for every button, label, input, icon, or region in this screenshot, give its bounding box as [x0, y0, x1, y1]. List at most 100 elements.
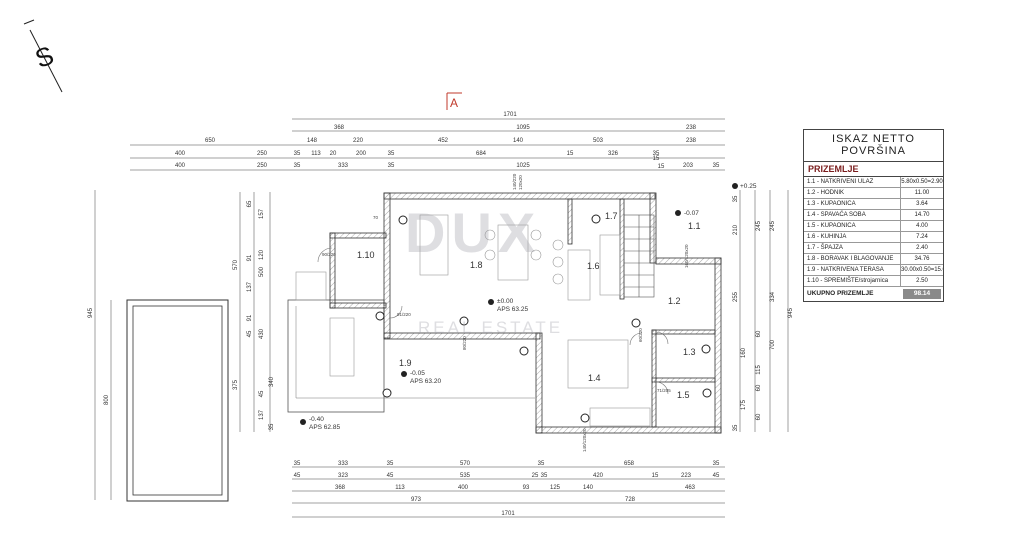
dim-text: 420	[593, 473, 604, 479]
dim-top-total: 1701	[503, 112, 517, 118]
dim-text: 1095	[516, 125, 530, 131]
section-marker: A	[446, 92, 462, 110]
row-name: 1.4 - SPAVAĆA SOBA	[807, 212, 866, 218]
dim-text: 35	[541, 473, 548, 479]
dim-bottom-total: 1701	[501, 511, 515, 517]
dim-text: 340	[269, 376, 275, 387]
opening-label: 60/220	[638, 328, 643, 342]
room-label-1-3: 1.3	[683, 347, 696, 357]
watermark-text: REAL ESTATE	[418, 318, 564, 337]
area-table-title-line1: ISKAZ NETTO	[832, 133, 915, 145]
chair	[484, 249, 496, 261]
dim-text: 650	[205, 138, 216, 144]
level-marker-icon	[675, 210, 681, 216]
room-label-1-1: 1.1	[688, 221, 701, 231]
area-table-title-line2: POVRŠINA	[841, 145, 906, 157]
dim-text: 140	[513, 138, 524, 144]
dim-text: 60	[756, 413, 762, 420]
level-marker-icon	[300, 419, 306, 425]
table-row: 1.7 - ŠPAJZA 2.40	[804, 243, 943, 254]
opening-labels: 140/220 120x20 90/220 70 91/220 80/220 6…	[322, 173, 689, 452]
kitchen-counter	[599, 234, 621, 296]
room-label-1-9: 1.9	[399, 358, 412, 368]
dim-text: 15	[653, 156, 660, 162]
left-dimensions	[94, 190, 271, 500]
row-name: 1.5 - KUPAONICA	[807, 223, 856, 229]
dim-text: 400	[175, 163, 186, 169]
dim-text: 658	[624, 461, 635, 467]
level-value: -0.07	[684, 210, 699, 217]
area-table-title: ISKAZ NETTO POVRŠINA	[804, 130, 943, 162]
top-dimensions	[130, 118, 725, 171]
dim-text: 452	[438, 138, 449, 144]
dim-text: 65	[247, 200, 253, 207]
total-label: UKUPNO PRIZEMLJE	[807, 290, 874, 297]
dim-text: 35	[294, 461, 301, 467]
chair	[530, 249, 542, 261]
dim-text: 35	[269, 423, 275, 430]
dim-text: 45	[259, 390, 265, 397]
dim-text: 35	[653, 151, 660, 157]
row-value: 5.80x0.50=2.90	[900, 177, 943, 187]
row-name: 1.7 - ŠPAJZA	[807, 245, 843, 251]
row-name: 1.6 - KUHINJA	[807, 234, 847, 240]
dim-text: 137	[259, 409, 265, 420]
dim-text: 91	[247, 314, 253, 321]
opening-label: 91/220	[397, 312, 411, 317]
dim-text: 255	[733, 291, 739, 302]
room-label-1-4: 1.4	[588, 373, 601, 383]
row-name: 1.8 - BORAVAK I BLAGOVANJE	[807, 256, 894, 262]
chair	[552, 239, 564, 251]
dim-text: 35	[538, 461, 545, 467]
dim-left-pool: 800	[104, 394, 110, 405]
dim-text: 238	[686, 138, 697, 144]
dim-text: 323	[338, 473, 349, 479]
bottom-dim-texts: 35 333 35 570 35 658 35 45 323 45 535 25…	[294, 461, 720, 517]
dim-text: 245	[770, 220, 776, 231]
level-aps: APS 63.25	[497, 306, 528, 313]
row-value: 11.00	[900, 188, 943, 198]
dim-text: 500	[259, 266, 265, 277]
dim-text: 45	[247, 330, 253, 337]
row-value: 2.40	[900, 243, 943, 253]
opening-label: 90/220	[322, 252, 336, 257]
level-markers: +0.25 -0.07 ±0.00 APS 63.25 -0.05 APS 63…	[300, 183, 757, 431]
row-value: 14.70	[900, 210, 943, 220]
dim-text: 400	[175, 151, 186, 157]
dim-left-outer: 945	[88, 307, 94, 318]
dim-text: 250	[257, 151, 268, 157]
dim-text: 113	[311, 151, 321, 157]
chair	[530, 229, 542, 241]
left-dim-texts: 945 800 570 375 65 157 91 120 500 137 91…	[88, 200, 275, 430]
chair	[484, 229, 496, 241]
dim-text: 700	[770, 339, 776, 350]
dim-text: 120	[259, 249, 265, 260]
dim-text: 25	[532, 473, 539, 479]
level-marker-icon	[488, 299, 494, 305]
row-name: 1.9 - NATKRIVENA TERASA	[807, 267, 884, 273]
dim-text: 35	[387, 461, 394, 467]
right-dimensions	[739, 190, 789, 432]
terrace	[287, 299, 535, 413]
level-value: -0.05	[410, 370, 425, 377]
dim-text: 35	[713, 163, 720, 169]
area-table-section: PRIZEMLJE	[804, 162, 943, 177]
dim-text: 570	[233, 259, 239, 270]
pool	[126, 299, 229, 502]
dim-text: 535	[460, 473, 471, 479]
row-value: 7.24	[900, 232, 943, 242]
dim-text: 375	[233, 379, 239, 390]
dim-text: 125	[550, 485, 561, 491]
dim-text: 210	[733, 224, 739, 235]
top-dim-texts: 1701 368 1095 238 650 148 220 452 140 50…	[175, 112, 720, 170]
bottom-dimensions	[292, 466, 725, 518]
dim-text: 45	[294, 473, 301, 479]
dim-text: 60	[756, 384, 762, 391]
table-row: 1.2 - HODNIK 11.00	[804, 188, 943, 199]
row-name: 1.2 - HODNIK	[807, 190, 845, 196]
